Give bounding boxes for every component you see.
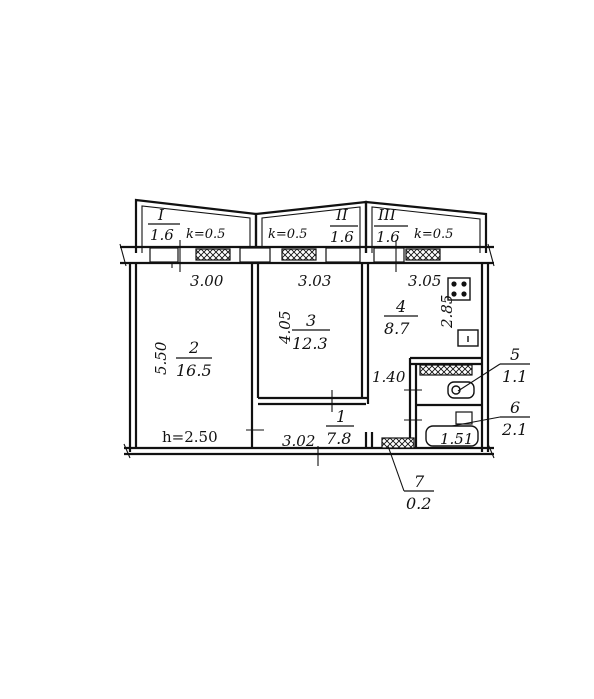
loggia-2-k: k=0.5 <box>268 227 307 242</box>
loggia-3: III 1.6 k=0.5 <box>376 206 453 246</box>
loggia-3-id: III <box>377 206 397 224</box>
room-7: 7 0.2 <box>406 472 431 513</box>
room-6-area: 2.1 <box>501 420 527 439</box>
room-5-area: 1.1 <box>502 367 527 386</box>
dim-room2-width: 3.00 <box>190 272 224 290</box>
balcony-door <box>281 248 317 261</box>
hatched-areas <box>381 364 473 449</box>
dim-room3-width: 3.03 <box>298 272 331 290</box>
dim-room4-length: 2.85 <box>438 295 456 329</box>
room-1-area: 7.8 <box>326 429 351 448</box>
toilet-icon <box>447 381 475 399</box>
dim-room3-length: 4.05 <box>276 311 294 345</box>
room-5: 5 1.1 <box>502 345 527 386</box>
room-2-id: 2 <box>188 338 199 357</box>
room-1-id: 1 <box>336 407 346 426</box>
loggia-2-id: II <box>335 206 349 224</box>
room-7-area: 0.2 <box>406 494 431 513</box>
fraction-bars <box>148 223 418 427</box>
room-4: 4 8.7 <box>384 297 410 338</box>
window <box>325 247 361 263</box>
room-1: 1 7.8 <box>326 407 351 448</box>
room-3: 3 12.3 <box>292 311 328 353</box>
interior-walls <box>123 262 495 466</box>
loggia-1-id: I <box>157 206 165 224</box>
loggia-3-area: 1.6 <box>376 228 400 246</box>
dim-room4-width: 3.05 <box>408 272 441 290</box>
outer-wall-top <box>119 240 495 272</box>
dim-room2-length: 5.50 <box>152 341 170 375</box>
dim-bath-length: 1.51 <box>440 430 473 448</box>
room-2: 2 16.5 <box>176 338 212 380</box>
loggia-outlines <box>134 198 488 253</box>
room-4-id: 4 <box>395 297 406 316</box>
ceiling-height: h=2.50 <box>162 428 218 446</box>
closet-7-hatch <box>381 437 415 449</box>
loggia-2: II 1.6 k=0.5 <box>268 206 354 246</box>
loggia-1-k: k=0.5 <box>186 227 225 242</box>
window <box>149 247 179 263</box>
room-7-id: 7 <box>414 472 425 491</box>
dim-hall-width: 1.40 <box>372 368 406 386</box>
room-5-id: 5 <box>510 345 520 364</box>
loggia-2-area: 1.6 <box>330 228 354 246</box>
room-3-id: 3 <box>306 311 316 330</box>
dimensions: 3.00 3.03 3.05 5.50 4.05 2.85 1.40 3.02 … <box>152 272 473 450</box>
vent-shaft <box>419 364 473 376</box>
loggia-3-k: k=0.5 <box>414 227 453 242</box>
room-2-area: 16.5 <box>176 361 212 380</box>
stove-icon <box>447 277 471 301</box>
loggia-1-area: 1.6 <box>150 226 174 244</box>
window <box>373 247 405 263</box>
window <box>239 247 271 263</box>
sink-icon <box>457 329 479 347</box>
leader-lines <box>387 363 530 492</box>
balcony-door <box>195 248 231 261</box>
dim-corridor-length: 3.02 <box>282 432 315 450</box>
balcony-door <box>405 248 441 261</box>
room-3-area: 12.3 <box>292 334 328 353</box>
room-4-area: 8.7 <box>384 319 410 338</box>
room-6: 6 2.1 <box>501 398 527 439</box>
room-6-id: 6 <box>510 398 520 417</box>
loggia-1: I 1.6 k=0.5 <box>150 206 225 244</box>
